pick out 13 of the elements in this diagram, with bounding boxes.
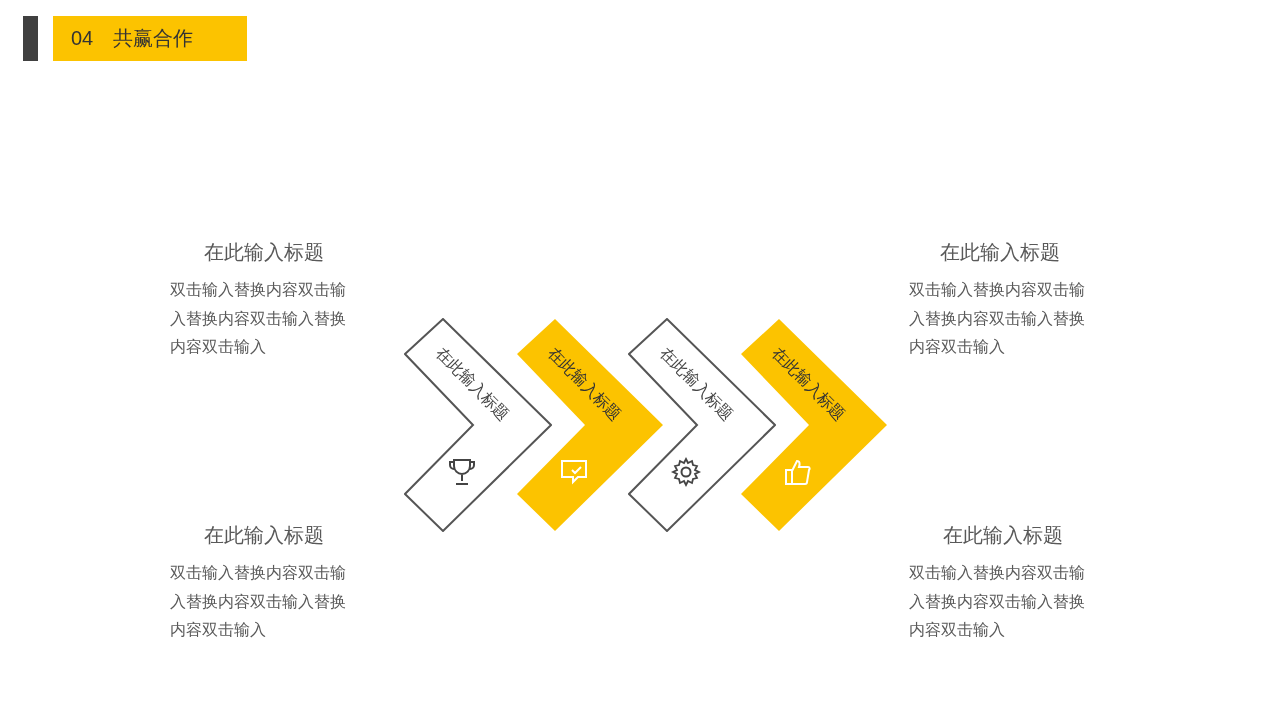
section-heading: 在此输入标题 [203, 523, 325, 548]
section-heading: 在此输入标题 [942, 523, 1064, 548]
chevron-title: 在此输入标题 [543, 343, 626, 426]
chevron-title: 在此输入标题 [431, 343, 514, 426]
body-text: 双击输入替换内容双击输入替换内容双击输入替换内容双击输入 [909, 280, 1086, 357]
chevron-title: 在此输入标题 [767, 343, 850, 426]
body-text: 双击输入替换内容双击输入替换内容双击输入替换内容双击输入 [170, 280, 347, 357]
slide-title: 04 共赢合作 [53, 16, 247, 61]
section-heading: 在此输入标题 [203, 240, 325, 265]
section-heading: 在此输入标题 [939, 240, 1061, 265]
body-text: 双击输入替换内容双击输入替换内容双击输入替换内容双击输入 [909, 563, 1086, 640]
chevron-title: 在此输入标题 [655, 343, 738, 426]
body-text: 双击输入替换内容双击输入替换内容双击输入替换内容双击输入 [170, 563, 347, 640]
